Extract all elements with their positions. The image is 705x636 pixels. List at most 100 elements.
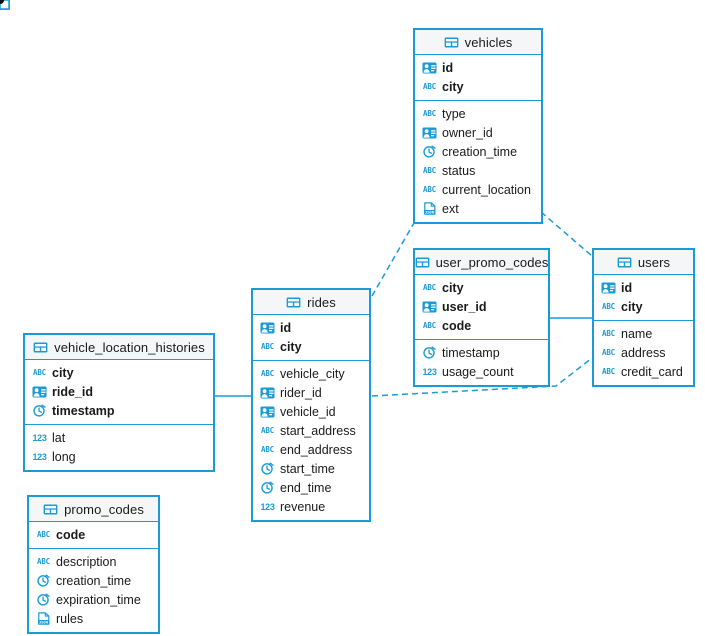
id-card-icon [260,386,275,399]
column-name: description [56,554,117,569]
column-row-creation_time[interactable]: creation_time [415,142,541,161]
abc-string-icon: ABC [261,342,274,351]
abc-string-icon: ABC [602,302,615,311]
column-name: usage_count [442,364,514,379]
json-document-icon: JSON [423,202,435,215]
primary-key-row-user_id[interactable]: user_id [415,297,548,316]
clock-icon [37,593,50,606]
table-grid-icon [43,503,58,515]
123-number-icon: 123 [32,451,47,462]
column-row-vehicle_id[interactable]: vehicle_id [253,402,369,421]
json-document-icon: JSON [37,612,49,625]
id-card-icon [422,61,437,74]
abc-string-icon: ABC [602,367,615,376]
table-title: users [637,254,671,270]
table-grid-icon [286,296,301,308]
column-name: city [442,280,464,295]
abc-string-icon: ABC [33,368,46,377]
primary-key-row-city[interactable]: ABC city [594,297,693,316]
id-card-icon [32,385,47,398]
column-name: type [442,106,466,121]
column-row-timestamp[interactable]: timestamp [415,343,548,362]
column-row-creation_time[interactable]: creation_time [29,571,158,590]
relationship-rides-to-vehicles[interactable] [0,0,419,297]
123-number-icon: 123 [32,432,47,443]
table-title: vehicle_location_histories [54,339,205,355]
abc-string-icon: ABC [602,348,615,357]
column-name: creation_time [56,573,132,588]
id-card-icon [260,406,275,417]
primary-key-row-id[interactable]: id [415,58,541,77]
column-name: city [621,299,643,314]
relationship-target-square [0,0,10,10]
column-name: timestamp [52,403,115,418]
column-row-rider_id[interactable]: rider_id [253,383,369,402]
primary-key-row-id[interactable]: id [253,318,369,337]
primary-key-row-ride_id[interactable]: ride_id [25,382,213,401]
svg-text:JSON: JSON [424,209,434,214]
table-header-vehicle_location_histories[interactable]: vehicle_location_histories [25,335,213,360]
table-header-rides[interactable]: rides [253,290,369,315]
table-grid-icon [33,341,48,353]
abc-string-icon: ABC [423,185,436,194]
id-card-icon [422,127,437,138]
id-card-icon [422,126,437,139]
relationship-target-square [0,0,10,10]
column-name: creation_time [442,144,518,159]
table-grid-icon [444,36,458,48]
column-row-start_time[interactable]: start_time [253,459,369,478]
clock-icon [423,346,436,359]
clock-icon [260,481,275,494]
column-name: start_address [280,423,356,438]
column-name: vehicle_id [280,404,336,419]
table-header-promo_codes[interactable]: promo_codes [29,497,158,522]
column-row-expiration_time[interactable]: expiration_time [29,590,158,609]
relationship-target-square [0,0,10,10]
table-header-user_promo_codes[interactable]: user_promo_codes [415,250,548,275]
column-name: ride_id [52,384,93,399]
column-row-end_time[interactable]: end_time [253,478,369,497]
primary-key-row-timestamp[interactable]: timestamp [25,401,213,420]
clock-icon [37,574,50,587]
column-row-owner_id[interactable]: owner_id [415,123,541,142]
column-name: user_id [442,299,487,314]
primary-key-row-id[interactable]: id [594,278,693,297]
svg-text:JSON: JSON [38,619,48,624]
id-card-icon [422,301,437,312]
table-header-vehicles[interactable]: vehicles [415,30,541,55]
table-header-users[interactable]: users [594,250,693,275]
